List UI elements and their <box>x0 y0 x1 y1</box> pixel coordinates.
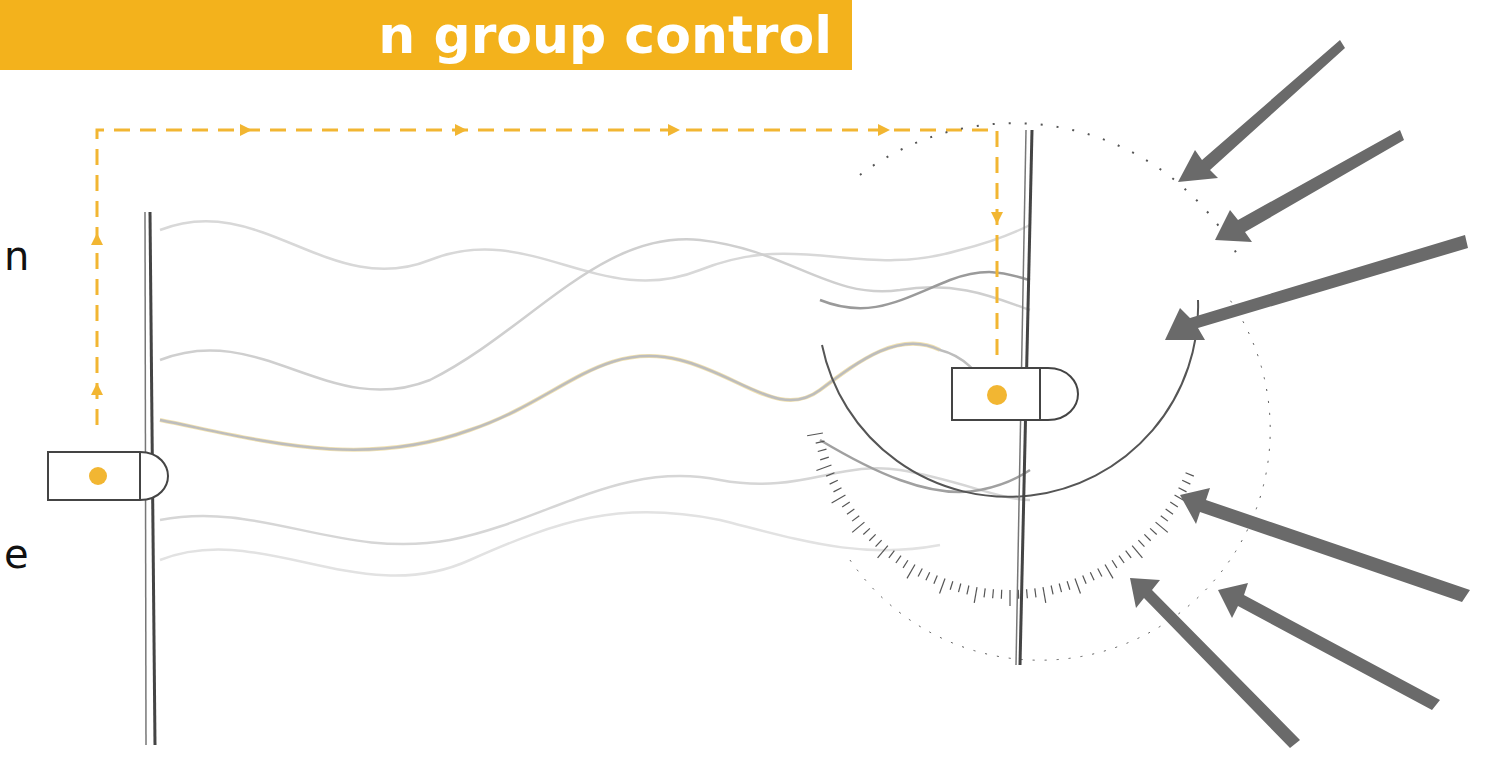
scale-tick <box>1026 589 1028 598</box>
scale-tick <box>940 579 945 594</box>
scale-tick <box>907 565 915 579</box>
scale-tick <box>863 528 870 534</box>
scale-tick <box>1186 473 1194 476</box>
scale-tick <box>889 551 894 558</box>
scale-tick <box>832 495 846 503</box>
slide-title: n group control <box>378 4 832 66</box>
scale-tick <box>1098 569 1102 577</box>
scale-tick <box>918 569 922 577</box>
scale-tick <box>1051 585 1053 594</box>
cut-off-text: e <box>4 530 29 578</box>
scale-tick <box>1138 540 1144 547</box>
scale-tick <box>1182 480 1190 484</box>
scale-tick <box>896 556 901 563</box>
scale-tick <box>807 433 823 436</box>
scale-tick <box>1126 551 1131 558</box>
downstream-turbine <box>952 130 1078 665</box>
scale-tick <box>984 588 985 597</box>
scale-tick <box>833 488 841 492</box>
scale-tick <box>958 584 960 593</box>
scale-tick <box>1083 576 1086 584</box>
scale-tick <box>1067 581 1070 590</box>
scale-tick <box>847 509 854 514</box>
scale-tick <box>818 449 827 451</box>
scale-tick <box>1059 584 1061 593</box>
scale-tick <box>1156 522 1168 532</box>
yaw-angle-scale <box>807 123 1270 660</box>
scale-tick <box>1112 560 1117 568</box>
scale-tick <box>1166 509 1173 514</box>
scale-tick <box>967 585 969 594</box>
scale-tick <box>950 581 953 590</box>
scale-tick <box>826 473 834 476</box>
scale-tick <box>1075 579 1080 594</box>
scale-tick <box>842 502 850 507</box>
scale-tick <box>1035 588 1036 597</box>
control-signal-path <box>97 130 997 425</box>
scale-tick <box>1161 516 1168 521</box>
scale-tick <box>816 441 825 443</box>
scale-tick <box>830 480 838 484</box>
upstream-turbine <box>48 212 168 745</box>
scale-tick <box>1144 534 1150 540</box>
scale-tick <box>876 540 882 547</box>
scale-tick <box>816 465 831 470</box>
scale-tick <box>852 522 864 532</box>
scale-tick <box>1132 546 1142 558</box>
scale-tick <box>869 534 875 540</box>
scale-tick <box>903 560 908 568</box>
wake-lines <box>160 221 1030 575</box>
scale-tick <box>878 546 888 558</box>
scale-tick <box>1105 565 1113 579</box>
scale-tick <box>926 572 930 580</box>
scale-tick <box>1119 556 1124 563</box>
scale-tick <box>1043 587 1046 603</box>
wind-arrows <box>1130 40 1470 748</box>
scale-tick <box>974 587 977 603</box>
scale-tick <box>820 457 829 460</box>
scale-tick <box>1150 528 1157 534</box>
scale-tick <box>1179 488 1187 492</box>
scale-tick <box>934 576 937 584</box>
scale-tick <box>852 516 859 521</box>
scale-tick <box>1009 590 1010 606</box>
cut-off-text: n <box>4 232 29 280</box>
scale-tick <box>1090 572 1094 580</box>
scale-tick <box>992 589 994 598</box>
signal-arrowheads <box>91 124 1003 395</box>
scale-tick <box>1001 590 1003 599</box>
scale-tick <box>1170 502 1178 507</box>
